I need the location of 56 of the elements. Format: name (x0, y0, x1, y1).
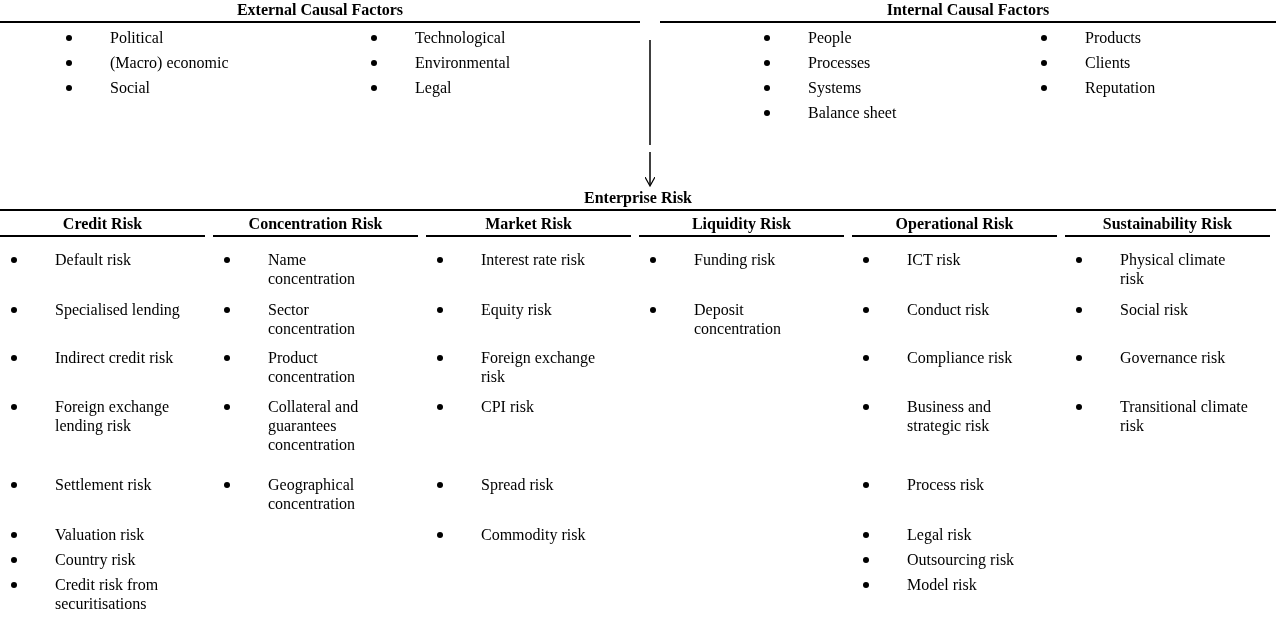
list-item: ICT risk (907, 250, 962, 269)
list-item: Outsourcing risk (907, 550, 1016, 569)
list-item: Technological (415, 28, 507, 47)
section-heading: Internal Causal Factors (660, 0, 1276, 23)
list-item: Systems (808, 78, 863, 97)
list-item: Sector concentration (268, 300, 357, 338)
list-item: Default risk (55, 250, 132, 269)
list-item: Foreign exchange lending risk (55, 397, 171, 435)
list-item: Commodity risk (481, 525, 587, 544)
list-item: Interest rate risk (481, 250, 586, 269)
list-item: Legal risk (907, 525, 973, 544)
list-item: Model risk (907, 575, 978, 594)
list-item: Foreign exchange risk (481, 348, 597, 386)
list-item: Product concentration (268, 348, 357, 386)
list-item: Environmental (415, 53, 512, 72)
list-item: Processes (808, 53, 872, 72)
list-item: Social risk (1120, 300, 1189, 319)
list-item: Legal (415, 78, 453, 97)
list-item: Equity risk (481, 300, 553, 319)
list-item: Compliance risk (907, 348, 1014, 367)
list-item: Physical climate risk (1120, 250, 1227, 288)
section-heading: External Causal Factors (0, 0, 640, 23)
list-item: Funding risk (694, 250, 777, 269)
arrow (644, 151, 656, 187)
column-heading: Credit Risk (0, 214, 205, 237)
list-item: Governance risk (1120, 348, 1227, 367)
column-heading: Sustainability Risk (1065, 214, 1270, 237)
list-item: Transitional climate risk (1120, 397, 1248, 435)
list-item: Conduct risk (907, 300, 991, 319)
list-item: Political (110, 28, 165, 47)
column-heading: Liquidity Risk (639, 214, 844, 237)
list-item: Name concentration (268, 250, 357, 288)
list-item: Balance sheet (808, 103, 898, 122)
column-heading: Concentration Risk (213, 214, 418, 237)
column-heading: Market Risk (426, 214, 631, 237)
list-item: Geographical concentration (268, 475, 357, 513)
list-item: Country risk (55, 550, 137, 569)
list-item: Deposit concentration (694, 300, 783, 338)
list-item: Social (110, 78, 151, 97)
list-item: Credit risk from securitisations (55, 575, 160, 613)
list-item: Spread risk (481, 475, 555, 494)
list-item: Process risk (907, 475, 985, 494)
column-heading: Operational Risk (852, 214, 1057, 237)
list-item: People (808, 28, 853, 47)
list-item: Settlement risk (55, 475, 153, 494)
list-item: Collateral and guarantees concentration (268, 397, 360, 454)
section-heading: Enterprise Risk (0, 188, 1276, 211)
list-item: Business and strategic risk (907, 397, 992, 435)
list-item: (Macro) economic (110, 53, 230, 72)
list-item: Specialised lending (55, 300, 181, 319)
list-item: Products (1085, 28, 1142, 47)
list-item: CPI risk (481, 397, 535, 416)
list-item: Reputation (1085, 78, 1157, 97)
list-item: Indirect credit risk (55, 348, 175, 367)
list-item: Clients (1085, 53, 1132, 72)
list-item: Valuation risk (55, 525, 146, 544)
